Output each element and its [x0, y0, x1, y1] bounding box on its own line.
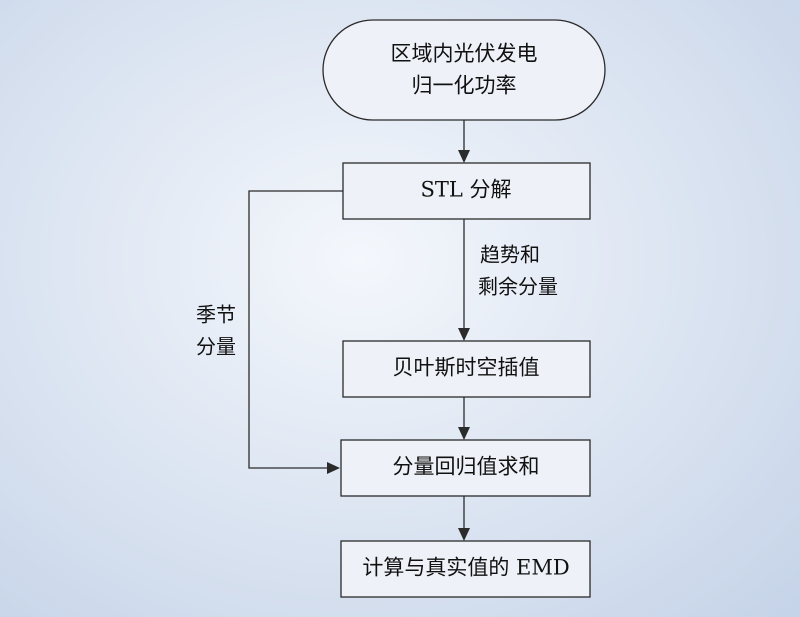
arrowhead-down [458, 427, 470, 440]
node-bayes: 贝叶斯时空插值 [342, 340, 591, 398]
start-label-line2: 归一化功率 [412, 74, 517, 98]
edge-regress-to-emd [458, 496, 470, 541]
emd-label: 计算与真实值的 EMD [362, 556, 569, 580]
trend-residual-label-line2: 剩余分量 [478, 275, 558, 299]
bayes-box-shape [342, 340, 591, 398]
arrowhead-down [458, 528, 470, 541]
node-stl: STL 分解 [342, 162, 591, 220]
node-start: 区域内光伏发电 归一化功率 [322, 19, 606, 121]
seasonal-label-line2: 分量 [196, 335, 236, 359]
edge-stl-to-regress-seasonal: 季节 分量 [196, 190, 343, 474]
edge-bayes-to-regress [458, 397, 470, 440]
edge-stl-to-bayes: 趋势和 剩余分量 [458, 219, 558, 341]
node-emd: 计算与真实值的 EMD [340, 540, 591, 598]
arrowhead-down [458, 328, 470, 341]
arrowhead-down [458, 150, 470, 163]
node-regress: 分量回归值求和 [340, 439, 591, 497]
regress-label: 分量回归值求和 [393, 455, 540, 479]
start-terminal-shape [322, 19, 606, 121]
edge-start-to-stl [458, 120, 470, 163]
seasonal-label-line1: 季节 [196, 303, 236, 327]
stl-label: STL 分解 [420, 178, 511, 202]
regress-box-shape [340, 439, 591, 497]
stl-box-shape [342, 162, 591, 220]
arrowhead-right [327, 462, 340, 474]
start-label-line1: 区域内光伏发电 [391, 42, 538, 66]
trend-residual-label-line1: 趋势和 [480, 243, 540, 267]
emd-box-shape [340, 540, 591, 598]
bayes-label: 贝叶斯时空插值 [393, 356, 540, 380]
